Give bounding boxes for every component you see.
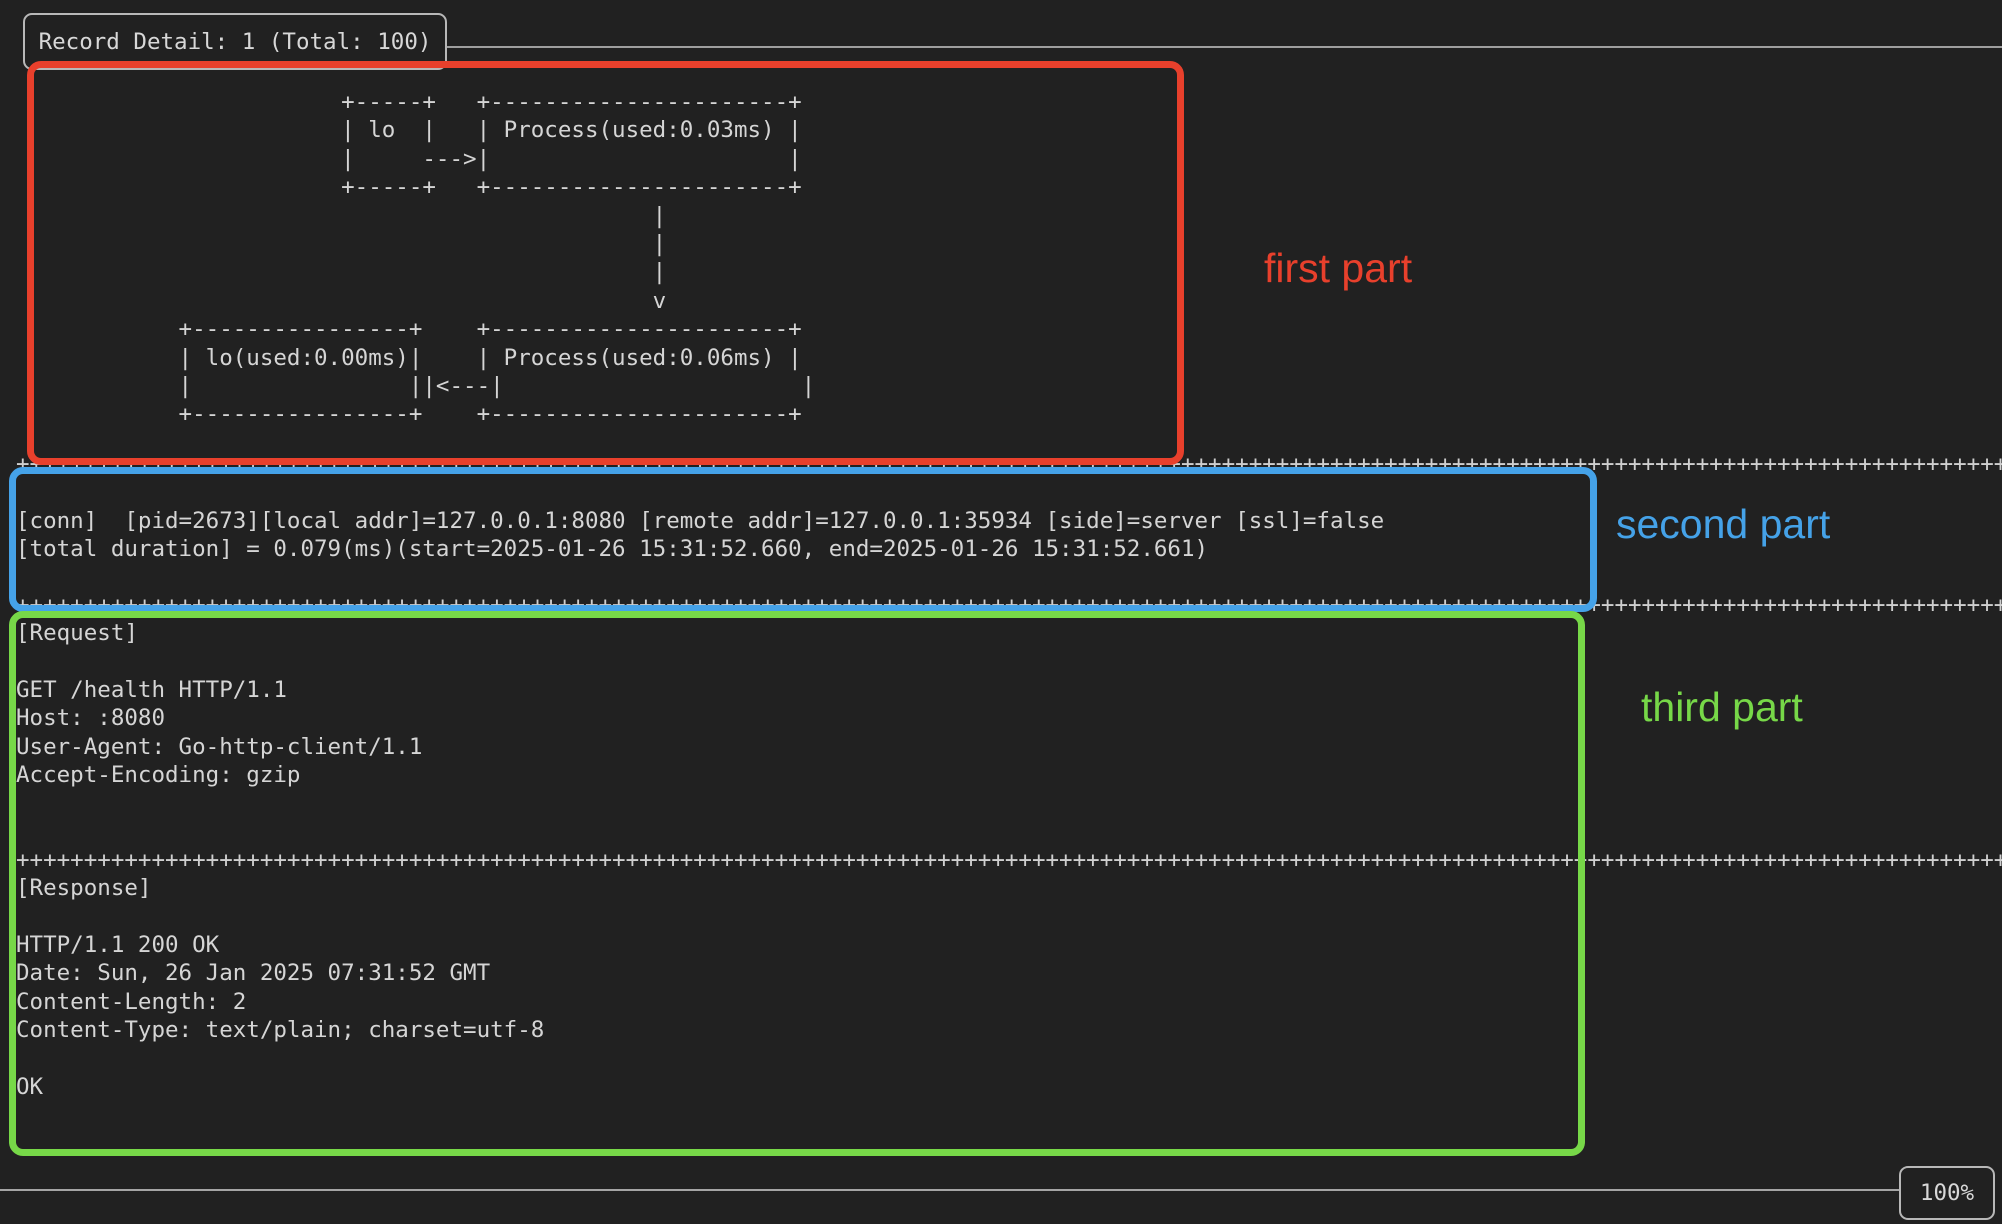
top-border-line xyxy=(441,46,2002,48)
row-separator-3: ++++++++++++++++++++++++++++++++++++++++… xyxy=(16,847,2002,873)
flow-diagram: +-----+ +----------------------+ | lo | … xyxy=(178,89,816,428)
response-section: [Response] HTTP/1.1 200 OK Date: Sun, 26… xyxy=(16,875,545,1100)
second-part-annotation-box xyxy=(9,467,1597,612)
bottom-border-line xyxy=(0,1189,1899,1191)
first-part-annotation-box xyxy=(27,61,1184,465)
connection-info: [conn] [pid=2673][local addr]=127.0.0.1:… xyxy=(16,508,1385,563)
request-section: [Request] GET /health HTTP/1.1 Host: :80… xyxy=(16,620,423,789)
first-part-label: first part xyxy=(1264,245,1413,291)
zoom-level-tab: 100% xyxy=(1899,1166,1995,1220)
zoom-level-indicator: 100% xyxy=(1919,1180,1975,1206)
record-detail-title: Record Detail: 1 (Total: 100) xyxy=(38,28,432,55)
third-part-label: third part xyxy=(1641,684,1803,730)
second-part-label: second part xyxy=(1616,501,1831,547)
third-part-annotation-box xyxy=(9,611,1585,1156)
record-detail-title-tab: Record Detail: 1 (Total: 100) xyxy=(23,13,447,70)
